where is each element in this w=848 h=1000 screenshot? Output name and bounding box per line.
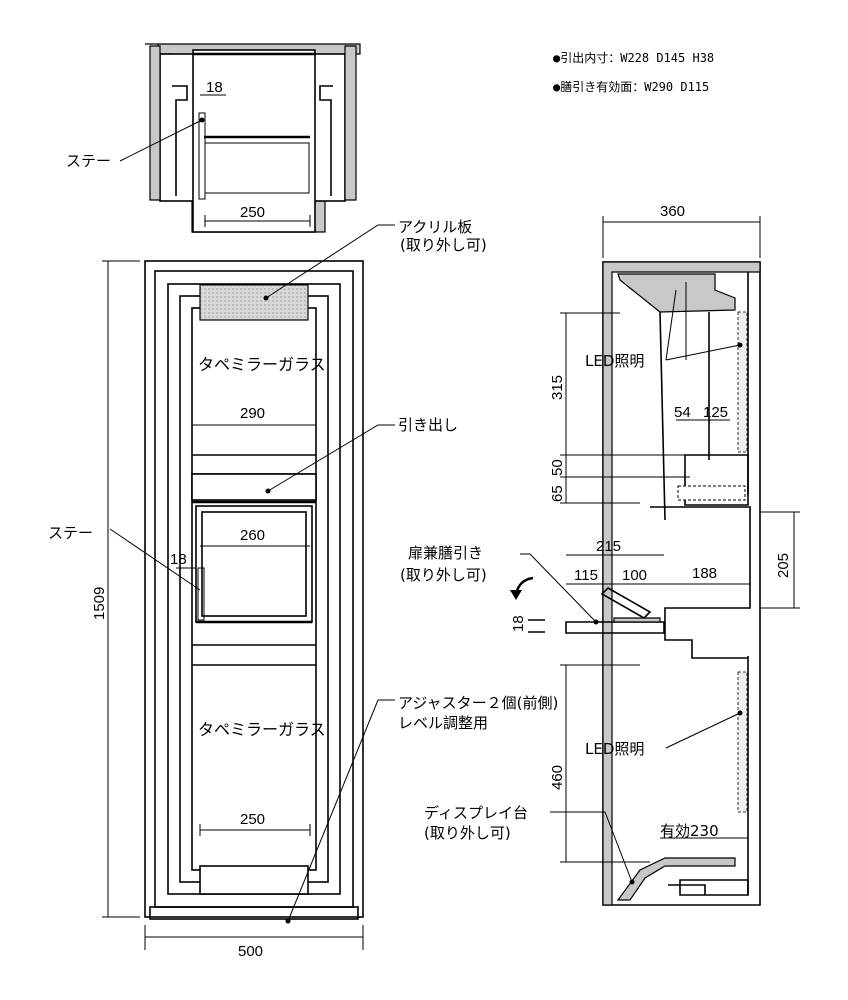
glass-top-label: タペミラーガラス [198, 355, 326, 374]
side-dim-65: 65 [549, 485, 566, 502]
front-dim-18: 18 [170, 551, 187, 568]
side-dim-100: 100 [622, 567, 647, 584]
side-dim-205: 205 [775, 553, 792, 578]
spec-tray-area: ●膳引き有効面：W290 D115 [553, 79, 709, 94]
top-dim-250: 250 [240, 204, 265, 221]
front-stay-label: ステー [48, 524, 93, 542]
display-label: ディスプレイ台 [424, 804, 528, 822]
acrylic-label: アクリル板 [398, 218, 472, 236]
side-dim-188: 188 [692, 565, 717, 582]
led-bottom-label: LED照明 [585, 740, 644, 758]
front-dim-260: 260 [240, 527, 265, 544]
acrylic-sub: (取り外し可) [400, 236, 487, 254]
spec-drawer-inner: ●引出内寸：W228 D145 H38 [553, 51, 714, 65]
top-plan-detail: 18 250 ステー [66, 43, 361, 233]
side-dim-460: 460 [549, 765, 566, 790]
adjuster-label: アジャスター２個(前側) [398, 694, 558, 712]
side-dim-215: 215 [596, 538, 621, 555]
glass-bottom-label: タペミラーガラス [198, 720, 326, 739]
door-label: 扉兼膳引き [408, 544, 483, 562]
door-sub: (取り外し可) [400, 566, 487, 584]
led-top-label: LED照明 [585, 352, 644, 370]
side-depth: 360 [660, 203, 685, 220]
side-dim-115: 115 [574, 567, 598, 584]
side-dim-54: 54 [674, 404, 691, 421]
top-dim-18: 18 [206, 79, 223, 96]
front-width: 500 [238, 943, 263, 960]
front-dim-250: 250 [240, 811, 265, 828]
side-dim-125: 125 [703, 404, 728, 421]
top-stay-label: ステー [66, 152, 111, 170]
side-dim-315: 315 [549, 375, 566, 400]
display-sub: (取り外し可) [424, 824, 511, 842]
front-elevation: タペミラーガラス 290 260 18 タペミラーガラス 250 1509 [48, 218, 558, 960]
side-section: 360 315 54 125 65 50 215 115 100 188 205… [400, 203, 800, 906]
drawer-label: 引き出し [398, 416, 458, 434]
side-effective: 有効230 [660, 822, 719, 840]
side-dim-18: 18 [510, 615, 527, 632]
front-height: 1509 [91, 587, 108, 620]
side-dim-50: 50 [549, 459, 566, 476]
front-dim-290: 290 [240, 405, 265, 422]
adjuster-sub: レベル調整用 [398, 714, 488, 732]
